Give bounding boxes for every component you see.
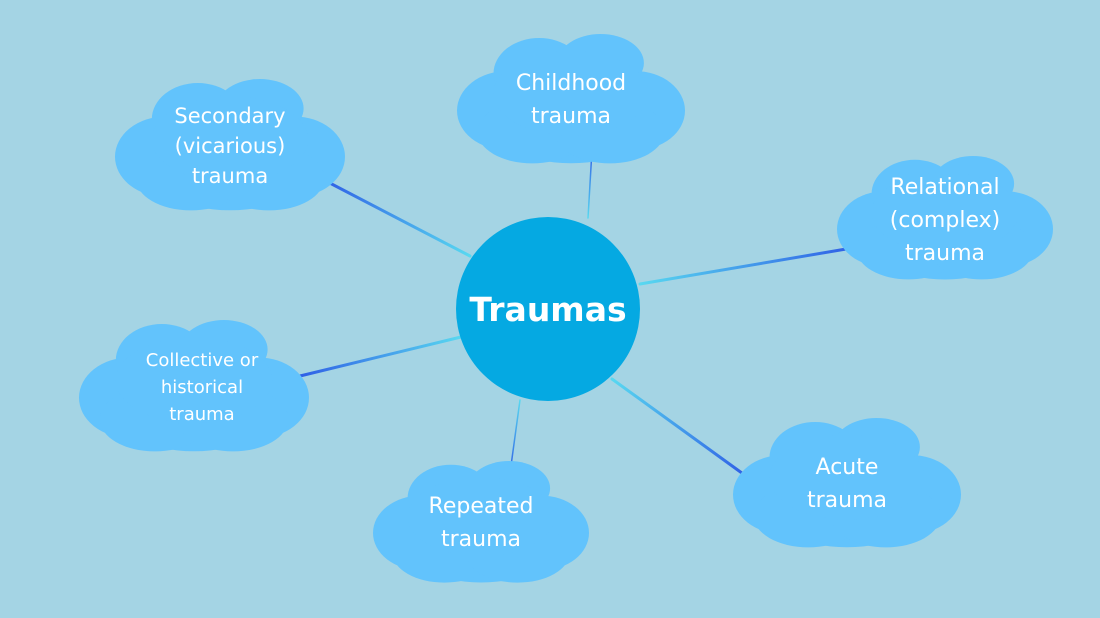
cloud-collective — [79, 320, 309, 452]
cloud-acute — [733, 418, 961, 548]
connector-acute — [610, 377, 748, 478]
cloud-repeated — [373, 461, 589, 583]
connector-repeated — [509, 399, 521, 474]
connector-group — [298, 149, 854, 478]
connector-secondary — [322, 178, 472, 258]
cloud-childhood — [457, 34, 685, 164]
connector-collective — [298, 335, 463, 378]
cloud-relational — [837, 156, 1053, 280]
cloud-group — [79, 34, 1053, 583]
central-hub-circle — [456, 217, 640, 401]
cloud-secondary — [115, 79, 345, 211]
connector-relational — [638, 246, 854, 286]
